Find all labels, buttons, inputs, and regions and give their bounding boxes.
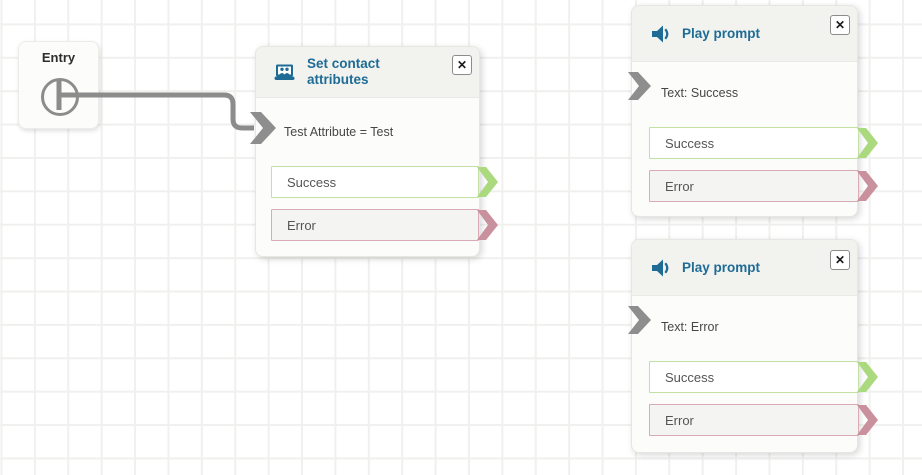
output-error[interactable]: Error [649,170,878,202]
block-parameter: Text: Success [661,86,739,100]
entry-label: Entry [41,50,76,65]
speaker-icon [652,25,669,42]
block-header: Play prompt ✕ [632,6,857,62]
input-connector-icon[interactable] [628,306,651,334]
block-title: Set contact attributes [307,56,380,87]
entry-node[interactable]: Entry [18,41,99,129]
output-success[interactable]: Success [649,361,878,393]
output-label: Error [287,217,316,233]
input-connector-icon[interactable] [628,72,651,100]
success-arrow-icon[interactable] [857,128,878,158]
block-header: Set contact attributes ✕ [256,47,479,98]
speaker-icon [652,259,669,276]
entry-output-port[interactable] [41,78,79,116]
output-success[interactable]: Success [271,166,498,198]
output-error[interactable]: Error [649,404,878,436]
error-arrow-icon[interactable] [477,210,498,240]
error-arrow-icon[interactable] [857,171,878,201]
close-icon[interactable]: ✕ [830,15,850,35]
success-arrow-icon[interactable] [857,362,878,392]
block-parameter: Test Attribute = Test [284,125,394,139]
block-parameter: Text: Error [661,320,719,334]
block-play-prompt-error[interactable]: Play prompt ✕ Text: Error Success Error [628,239,878,453]
block-set-contact-attributes[interactable]: Set contact attributes ✕ Test Attribute … [250,46,498,257]
error-arrow-icon[interactable] [857,405,878,435]
contact-attributes-icon [274,64,295,80]
output-label: Success [665,135,715,151]
output-error[interactable]: Error [271,209,498,241]
output-success[interactable]: Success [649,127,878,159]
input-connector-icon[interactable] [250,112,276,144]
block-play-prompt-success[interactable]: Play prompt ✕ Text: Success Success Erro… [628,5,878,217]
block-title: Play prompt [682,259,761,275]
block-title: Play prompt [682,25,761,41]
output-label: Error [665,412,694,428]
success-arrow-icon[interactable] [477,167,498,197]
output-label: Success [665,369,715,385]
output-label: Success [287,174,337,190]
close-icon[interactable]: ✕ [830,250,850,270]
block-header: Play prompt ✕ [632,240,857,296]
output-label: Error [665,178,694,194]
close-icon[interactable]: ✕ [452,55,472,75]
